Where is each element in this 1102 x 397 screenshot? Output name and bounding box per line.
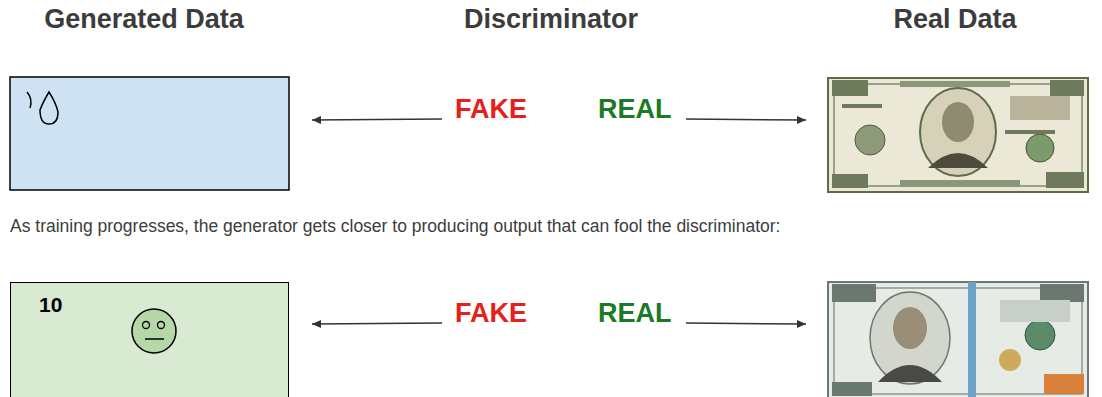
- column-heading: Discriminator: [420, 4, 682, 35]
- verdict-label: FAKE: [455, 94, 527, 125]
- column-heading: Generated Data: [10, 4, 278, 35]
- generated-box: 10: [10, 282, 289, 397]
- ten-dollar-bill: [828, 78, 1088, 192]
- box-number: 10: [39, 293, 62, 317]
- caption-note: As training progresses, the generator ge…: [10, 216, 780, 237]
- leader-arrow: [686, 323, 806, 324]
- verdict-label: FAKE: [455, 298, 527, 329]
- leader-arrow: [312, 323, 442, 324]
- leader-arrow: [686, 119, 806, 120]
- hundred-dollar-bill: [828, 282, 1088, 397]
- column-heading: Real Data: [820, 4, 1090, 35]
- generated-box: [10, 77, 289, 190]
- verdict-label: REAL: [598, 298, 672, 329]
- verdict-label: REAL: [598, 94, 672, 125]
- leader-arrow: [312, 119, 442, 120]
